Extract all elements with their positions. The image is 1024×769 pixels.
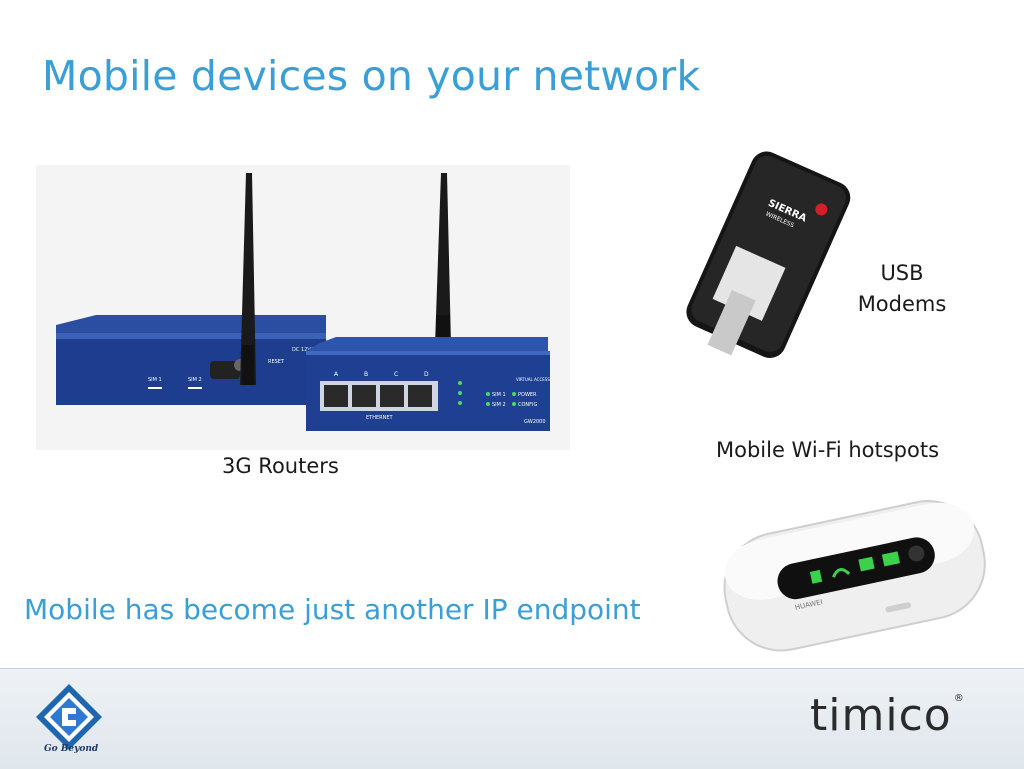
sierra-logo-icon [815,203,828,216]
router-back: SIM 1 SIM 2 RESET DC 12V/1A [56,315,326,405]
ethernet-port-d [408,385,432,407]
tagline: Mobile has become just another IP endpoi… [24,593,641,626]
ethernet-port-c [380,385,404,407]
caption-usb-modems: USB Modems [850,258,954,320]
usb-port [885,602,911,613]
ethernet-port-a [324,385,348,407]
message-icon [881,551,901,567]
power-button [908,545,925,562]
router-brand: VIRTUAL ACCESS [516,377,550,382]
caption-usb-line1: USB [880,261,924,285]
caption-usb-line2: Modems [857,292,947,316]
router-back-label-dc: DC 12V/1A [292,347,320,353]
led-label-power: POWER [518,392,537,398]
router-back-label-sim2: SIM 2 [188,377,202,383]
wifi-hotspot-image: HUAWEI [694,478,1004,674]
port-label-d: D [424,371,429,378]
port-label-b: B [364,371,368,378]
port-label-c: C [394,371,398,378]
led-label-sim2: SIM 2 [492,402,506,408]
hotspot-body: HUAWEI [723,500,986,652]
signal-icon [809,569,823,584]
timico-logo: timico® [810,694,965,738]
usb-modem-image: SIERRA WIRELESS [686,151,851,358]
router-model: GW2000 [524,419,546,425]
routers-image: SIM 1 SIM 2 RESET DC 12V/1A A B C D ETHE… [36,165,570,450]
timico-registered-mark: ® [953,693,965,704]
router-back-label-sim1: SIM 1 [148,377,162,383]
caption-3g-routers: 3G Routers [222,454,339,478]
ethernet-port-b [352,385,376,407]
ethernet-label: ETHERNET [366,415,394,421]
go-beyond-logo [36,684,102,750]
led-label-sim1: SIM 1 [492,392,506,398]
footer-bar [0,668,1024,769]
go-beyond-logo-text: Go Beyond [44,744,99,754]
port-label-a: A [334,371,339,378]
usb-connector [707,289,756,356]
battery-icon [858,556,875,572]
caption-wifi-hotspots: Mobile Wi-Fi hotspots [716,438,940,462]
wifi-icon [832,568,851,578]
led-label-config: CONFIG [518,402,538,408]
router-front: A B C D ETHERNET SIM 1 POWER SIM 2 CONFI… [306,337,550,431]
router-back-label-reset: RESET [268,359,285,365]
slide-title: Mobile devices on your network [42,52,701,100]
usb-modem-body: SIERRA WIRELESS [686,151,851,358]
timico-logo-text: timico [810,690,952,741]
antenna-left [240,173,256,385]
